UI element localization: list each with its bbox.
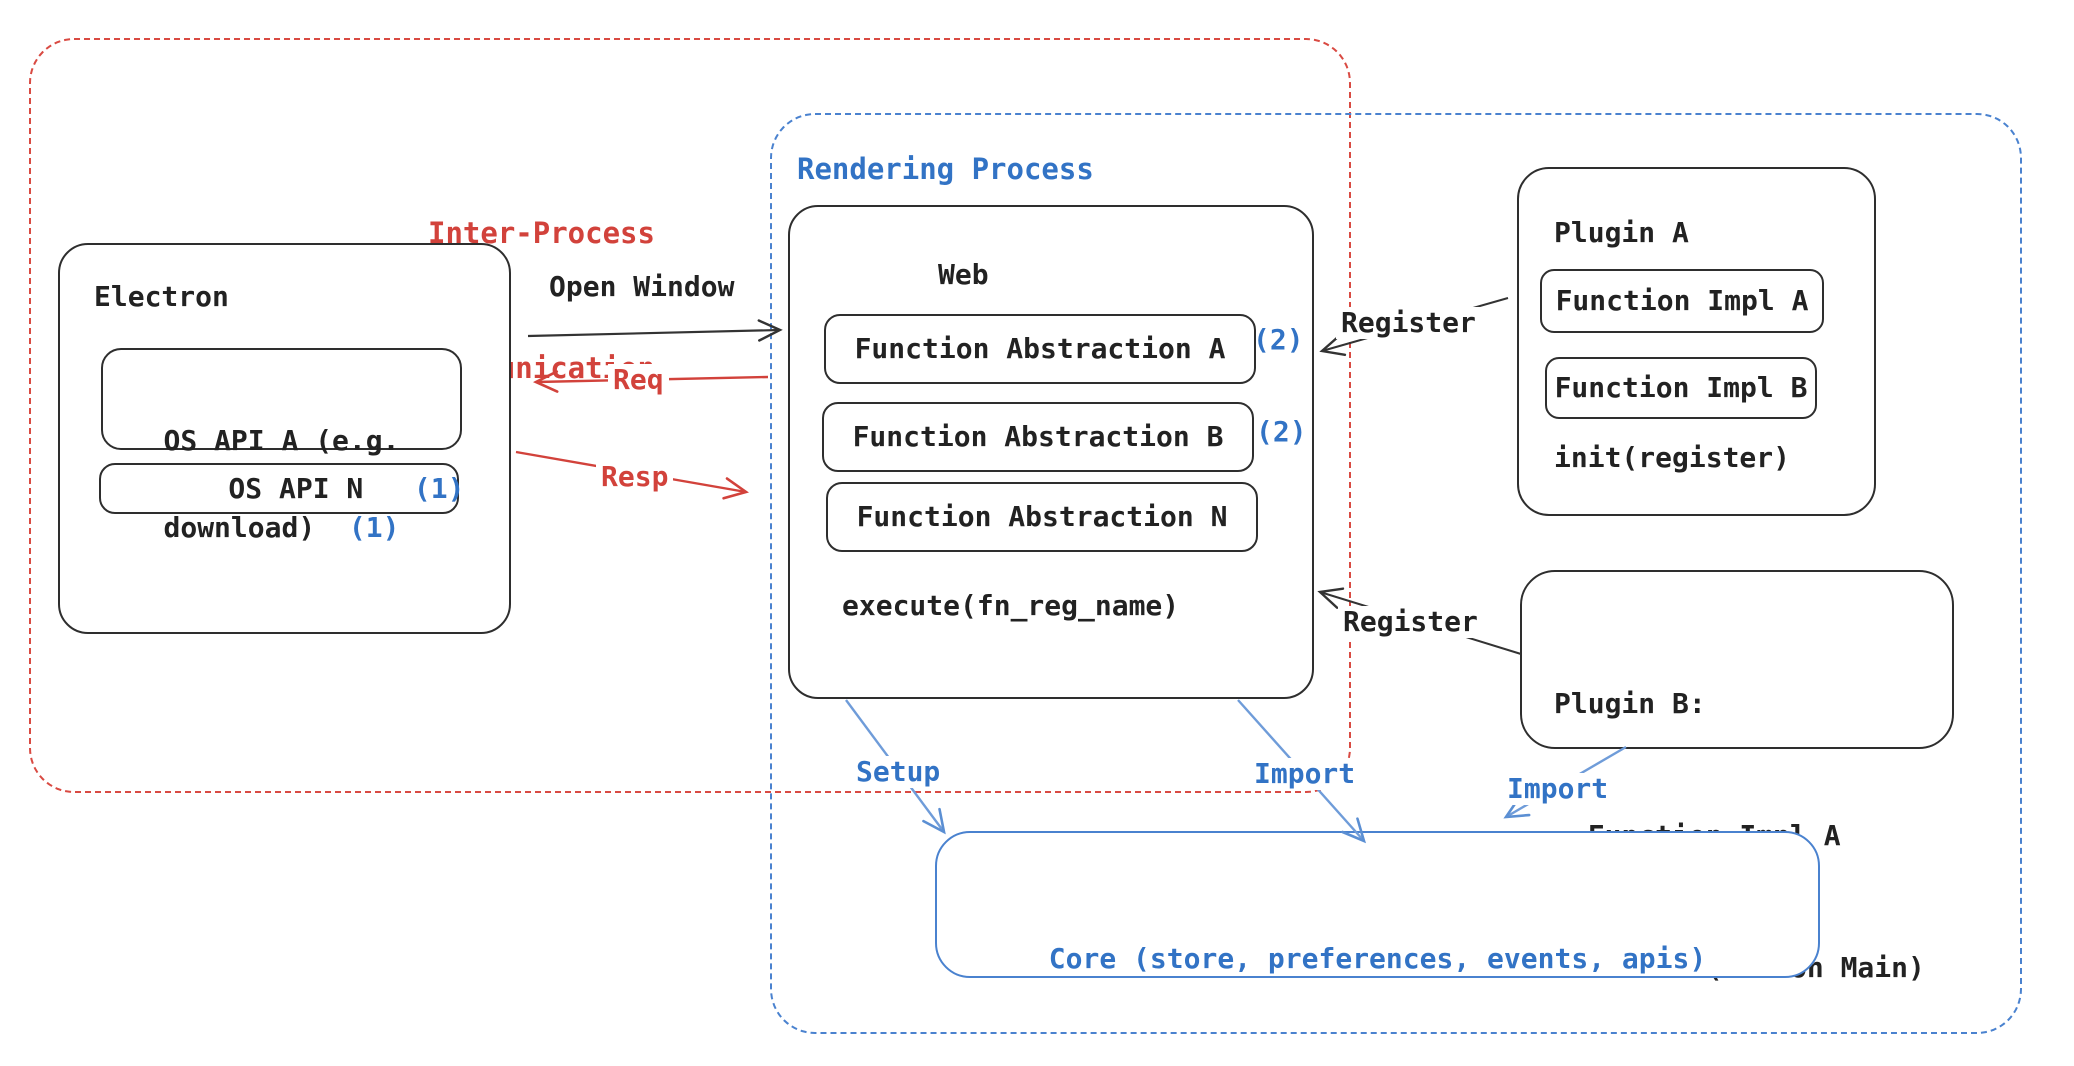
web-box: Web Function Abstraction A Function Abst… <box>788 205 1314 699</box>
import-web-label: Import <box>1249 758 1361 790</box>
ipc-region-outline <box>29 38 1351 793</box>
core-text: Core (store, preferences, events, apis) … <box>937 846 1818 1066</box>
fn-abstraction-n-box: Function Abstraction N <box>826 482 1258 552</box>
register-plugin-b-label: Register <box>1338 606 1483 638</box>
fn-abstraction-b-box: Function Abstraction B <box>822 402 1254 472</box>
plugin-a-impl-a-box: Function Impl A <box>1540 269 1824 333</box>
fn-abstraction-a-box: Function Abstraction A <box>824 314 1256 384</box>
os-api-a-line1: OS API A (e.g. <box>163 424 400 457</box>
electron-title: Electron <box>94 280 229 313</box>
os-api-a-ref: (1) <box>348 511 400 544</box>
os-api-a-text: OS API A (e.g. download) (1) <box>103 368 460 600</box>
fn-abstraction-b-ref: (2) <box>1256 415 1307 448</box>
execute-label: execute(fn_reg_name) <box>842 589 1180 622</box>
core-line1: Core (store, preferences, events, apis) <box>1048 942 1707 975</box>
os-api-a-line2: download) (1) <box>163 511 400 544</box>
plugin-b-box: Plugin B: - Function Impl A - Module (ru… <box>1520 570 1954 984</box>
plugin-a-init-label: init(register) <box>1554 441 1791 474</box>
import-plugin-b-label: Import <box>1502 773 1614 805</box>
os-api-n-box: OS API N (1) <box>99 463 464 514</box>
req-label: Req <box>608 364 669 396</box>
core-box: Core (store, preferences, events, apis) … <box>935 831 1820 978</box>
plugin-a-box: Plugin A Function Impl A Function Impl B… <box>1517 167 1876 516</box>
register-plugin-a-label: Register <box>1336 307 1481 339</box>
rendering-region-title: Rendering Process <box>797 152 1094 186</box>
os-api-n-ref: (1) <box>413 471 465 505</box>
web-title: Web <box>938 258 989 291</box>
os-api-n-text: OS API N (1) <box>94 441 465 537</box>
electron-box: Electron OS API A (e.g. download) (1) OS… <box>58 243 511 634</box>
setup-label: Setup <box>851 756 946 788</box>
rendering-region-outline <box>770 113 2022 1034</box>
plugin-a-impl-b-box: Function Impl B <box>1545 357 1817 419</box>
os-api-n-label: OS API N <box>228 471 364 505</box>
open-window-label: Open Window <box>549 270 735 303</box>
fn-abstraction-a-ref: (2) <box>1253 323 1304 356</box>
plugin-a-title: Plugin A <box>1554 216 1689 249</box>
plugin-b-line1: Plugin B: <box>1554 687 1706 720</box>
os-api-a-box: OS API A (e.g. download) (1) <box>101 348 462 542</box>
resp-label: Resp <box>596 461 674 493</box>
